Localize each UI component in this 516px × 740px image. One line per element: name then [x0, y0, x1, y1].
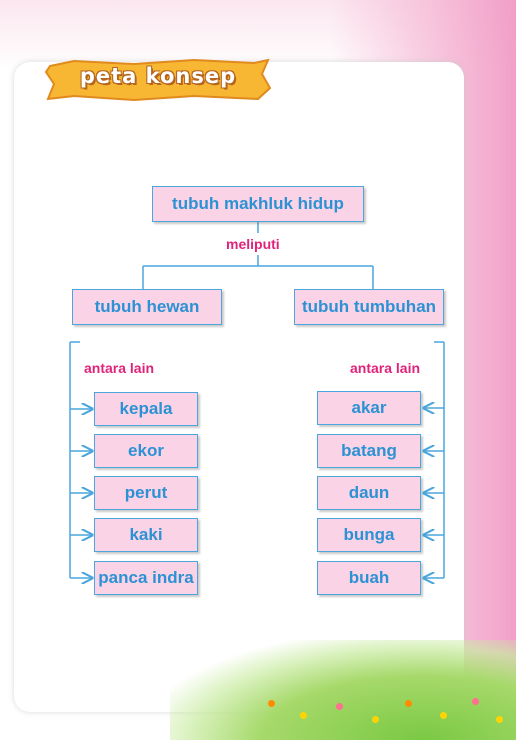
left-item-node: kepala	[94, 392, 198, 426]
right-connector-label: antara lain	[350, 360, 421, 376]
flower-decoration	[336, 703, 343, 710]
content-panel	[14, 62, 464, 712]
flower-decoration	[372, 716, 379, 723]
flower-decoration	[472, 698, 479, 705]
left-connector-label: antara lain	[84, 360, 155, 376]
right-item-node: akar	[317, 391, 421, 425]
right-item-node: buah	[317, 561, 421, 595]
right-item-node: batang	[317, 434, 421, 468]
right-item-node: daun	[317, 476, 421, 510]
banner-shape	[44, 58, 272, 102]
left-branch-node: tubuh hewan	[72, 289, 222, 325]
left-item-node: panca indra	[94, 561, 198, 595]
left-item-node: kaki	[94, 518, 198, 552]
root-node: tubuh makhluk hidup	[152, 186, 364, 222]
right-branch-node: tubuh tumbuhan	[294, 289, 444, 325]
root-connector-label: meliputi	[226, 236, 280, 252]
flower-decoration	[405, 700, 412, 707]
flower-decoration	[268, 700, 275, 707]
flower-decoration	[300, 712, 307, 719]
left-item-node: perut	[94, 476, 198, 510]
title-banner: peta konsep	[44, 58, 272, 102]
flower-decoration	[440, 712, 447, 719]
left-item-node: ekor	[94, 434, 198, 468]
flower-decoration	[496, 716, 503, 723]
right-item-node: bunga	[317, 518, 421, 552]
grass-decoration	[170, 640, 516, 740]
page-title: peta konsep	[79, 64, 237, 88]
